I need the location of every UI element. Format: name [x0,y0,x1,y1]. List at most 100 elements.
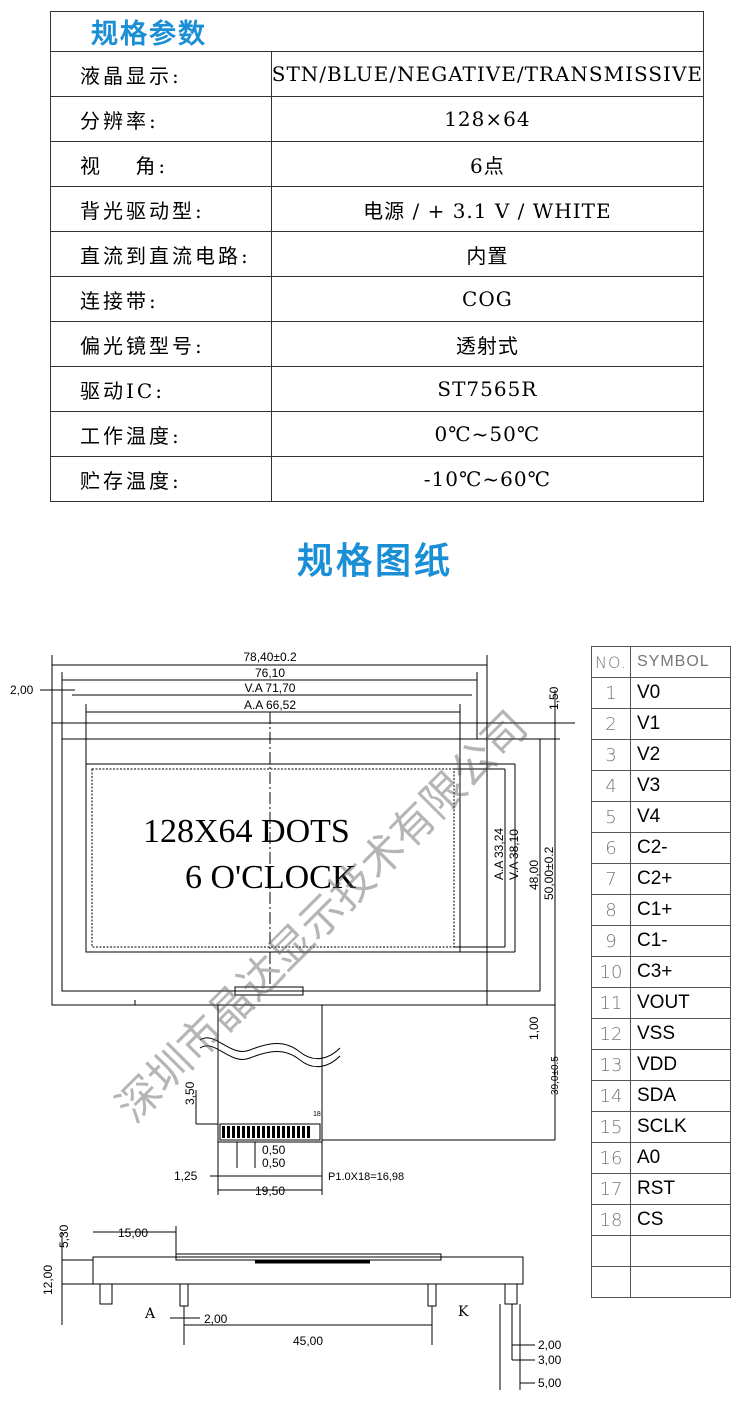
spec-label: 液晶显示: [50,51,272,97]
pin-no: 16 [591,1142,631,1174]
active-area [91,768,455,948]
anode-label: A [144,1306,156,1322]
spec-row: 液晶显示:STN/BLUE/NEGATIVE/TRANSMISSIVE [50,51,705,97]
dim-1-25: 1,25 [174,1169,198,1183]
dim-side-2: 2,00 [204,1312,228,1326]
dim-side-12: 12,00 [41,1265,55,1295]
pin-no: 11 [591,987,631,1019]
spec-table: 规格参数 液晶显示:STN/BLUE/NEGATIVE/TRANSMISSIVE… [50,11,705,502]
pin-symbol: RST [630,1173,731,1205]
spec-value: 内置 [270,231,705,277]
pin-symbol: SDA [630,1080,731,1112]
pin-no: 4 [591,770,631,802]
dim-pitch-b: 0,50 [262,1156,286,1170]
pin-no: 10 [591,956,631,988]
pin-symbol: C2- [630,832,731,864]
fpc-pin-18-label: 18 [313,1111,321,1118]
pin-symbol: V4 [630,801,731,833]
spec-label: 背光驱动型: [50,186,272,232]
dim-48: 48,00 [527,860,541,890]
pin-symbol: VOUT [630,987,731,1019]
dim-fpc-width: 19,50 [255,1184,285,1198]
spec-row: 连接带:COG [50,276,705,322]
cathode-label: K [458,1304,469,1320]
dim-right-150: 1,50 [547,686,561,710]
pin-no: 9 [591,925,631,957]
pin-symbol: C1- [630,925,731,957]
spec-row: 贮存温度:-10℃~60℃ [50,456,705,502]
spec-title: 规格参数 [91,19,207,50]
dim-side-45: 45,00 [293,1334,323,1348]
fpc-pins [219,1123,321,1141]
dim-side-5-3: 5,30 [57,1224,71,1248]
dim-aa-width: A.A 66,52 [244,698,296,712]
spec-value: 透射式 [270,321,705,367]
pin-no: 13 [591,1049,631,1081]
pin-no: 18 [591,1204,631,1236]
spec-row: 工作温度:0℃~50℃ [50,411,705,457]
pin-symbol-header: SYMBOL [630,646,731,678]
dim-br-2: 2,00 [538,1338,562,1352]
dim-1: 1,00 [527,1016,541,1040]
pin-no-header: NO. [591,646,631,678]
spec-value: -10℃~60℃ [270,456,705,502]
dim-side-15: 15,00 [118,1226,148,1240]
pin-no: 1 [591,677,631,709]
spec-header: 规格参数 [50,11,704,52]
spec-row: 偏光镜型号:透射式 [50,321,705,367]
module-bezel [61,738,488,992]
spec-row: 驱动IC:ST7565R [50,366,705,412]
fpc-pin-teeth [222,1126,310,1138]
pin-no: 7 [591,863,631,895]
spec-label: 工作温度: [50,411,272,457]
dim-br-5: 5,00 [538,1376,562,1390]
pin-no: 2 [591,708,631,740]
spec-value: STN/BLUE/NEGATIVE/TRANSMISSIVE [270,51,705,97]
display-text-dots: 128X64 DOTS [143,813,350,850]
pin-symbol: V2 [630,739,731,771]
pin-symbol: CS [630,1204,731,1236]
pin-symbol: V0 [630,677,731,709]
pin-symbol: A0 [630,1142,731,1174]
cog-chip [234,986,304,996]
pin-no: 8 [591,894,631,926]
spec-label: 视 角: [50,141,272,187]
pin-symbol: VDD [630,1049,731,1081]
dim-va-height: V.A 38,10 [507,829,521,880]
spec-row: 直流到直流电路:内置 [50,231,705,277]
side-view-body [92,1256,524,1285]
spec-label: 连接带: [50,276,272,322]
dim-aa-height: A.A 33,24 [492,828,506,880]
dim-39: 39,0±0.5 [550,1056,561,1095]
dim-total-height: 50,00±0.2 [542,846,556,900]
spec-label: 直流到直流电路: [50,231,272,277]
pin-symbol: C3+ [630,956,731,988]
spec-row: 背光驱动型:电源 / + 3.1 V / WHITE [50,186,705,232]
dim-total-width: 78,40±0.2 [243,650,297,664]
pin-no: 3 [591,739,631,771]
pin-no: 14 [591,1080,631,1112]
drawing-title: 规格图纸 [296,541,453,582]
pin-symbol: C1+ [630,894,731,926]
pin-no: 5 [591,801,631,833]
spec-value: ST7565R [270,366,705,412]
